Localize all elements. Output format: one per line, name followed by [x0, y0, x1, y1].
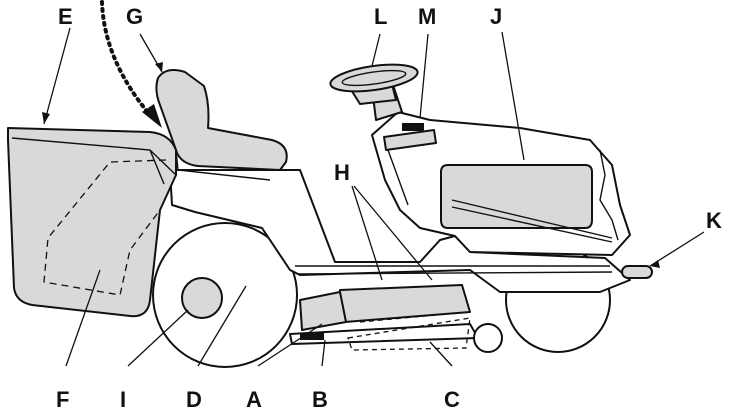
tractor-body: [169, 169, 631, 293]
callout-g: G: [126, 4, 143, 29]
leader-line-e: [43, 27, 71, 125]
leader-line-i: [127, 309, 189, 367]
leader-line-a: [257, 323, 323, 367]
callout-m: M: [418, 4, 436, 29]
callout-j: J: [490, 4, 502, 29]
deck-blade-adapter: [300, 333, 324, 340]
wheel-hub-cap: [181, 277, 223, 319]
dash-plate: [383, 123, 437, 151]
front-hitch: [621, 265, 653, 279]
leader-line-c: [429, 341, 453, 367]
dotted-pointer: [100, 0, 162, 128]
callout-labels: E G L M J H K F I D A B C: [56, 4, 722, 412]
rear-wheel: [152, 222, 298, 368]
leader-line-j: [501, 31, 525, 161]
callout-e: E: [58, 4, 73, 29]
callout-f: F: [56, 387, 69, 412]
callout-k: K: [706, 208, 722, 233]
leader-line-d: [197, 285, 247, 367]
steering-wheel: [329, 63, 419, 93]
leader-line-h-1: [351, 185, 383, 281]
dash-control: [402, 123, 424, 131]
leader-line-m: [419, 33, 429, 119]
callout-a: A: [246, 387, 262, 412]
callout-b: B: [312, 387, 328, 412]
leader-line-b: [321, 339, 326, 367]
callout-c: C: [444, 387, 460, 412]
callout-d: D: [186, 387, 202, 412]
callout-h: H: [334, 160, 350, 185]
callout-i: I: [120, 387, 126, 412]
hood-side-panel: [440, 164, 613, 243]
leader-line-l: [371, 33, 381, 67]
grass-collector: [7, 127, 177, 318]
leader-line-k: [649, 231, 705, 267]
mower-deck: [289, 284, 503, 353]
deck-gauge-wheel: [473, 323, 503, 353]
callout-l: L: [374, 4, 387, 29]
leader-line-f: [65, 269, 101, 367]
leader-lines: [42, 27, 705, 367]
steering-assembly: [329, 63, 419, 121]
leader-line-h-2: [353, 185, 433, 281]
